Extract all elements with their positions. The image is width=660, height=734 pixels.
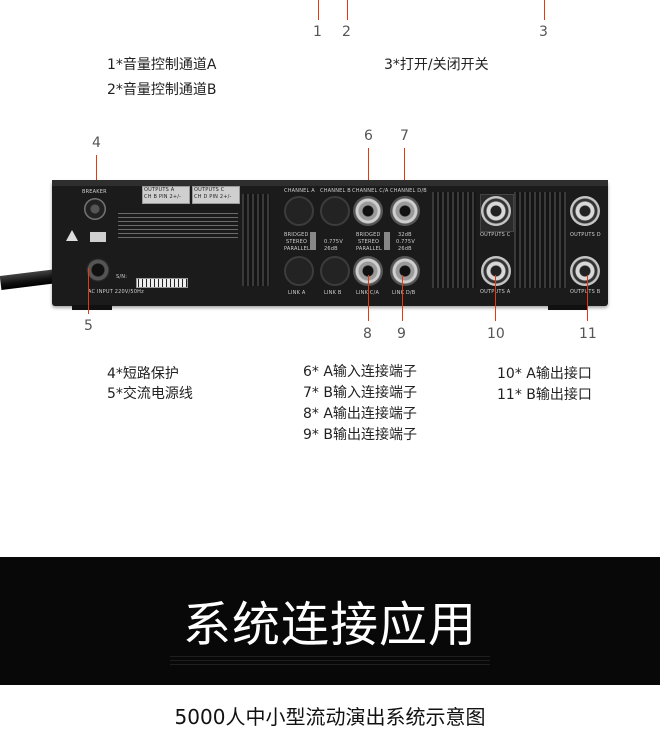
mode-switch[interactable]	[310, 232, 316, 250]
callout-line-6	[368, 148, 369, 192]
callout-number-3: 3	[539, 24, 548, 40]
parallel-label: PARALLEL	[284, 246, 310, 252]
speakon-output-b[interactable]	[570, 256, 600, 286]
top-rail	[52, 180, 608, 186]
foot-right	[548, 305, 588, 310]
callout-line-2	[347, 0, 348, 20]
callout-line-4	[96, 155, 97, 191]
amplifier-rear-panel: BREAKER OUTPUTS A CH B PIN 2+/- OUTPUTS …	[52, 180, 608, 310]
callout-number-7: 7	[400, 128, 409, 144]
blank-plate-link-b	[320, 256, 350, 286]
banner-faint-text	[170, 653, 490, 665]
callout-line-10	[495, 275, 496, 321]
sens-label-b: 0.775V	[396, 239, 415, 245]
blank-plate-channel-b	[320, 196, 350, 226]
outputs-pin-plate-a	[142, 186, 190, 204]
callout-number-8: 8	[363, 326, 372, 342]
serial-barcode	[136, 278, 188, 288]
label-input-b: 7* B输入连接端子	[303, 385, 417, 401]
outputs-d-label: OUTPUTS D	[570, 232, 601, 238]
link-b-label: LINK B	[324, 290, 342, 296]
outputs-pin-plate-c	[192, 186, 240, 204]
blank-plate-link-a	[284, 256, 314, 286]
ac-input-label: AC INPUT 220V/50Hz	[88, 289, 144, 295]
channel-b-label: CHANNEL B	[320, 188, 351, 194]
warning-text-block	[118, 210, 238, 240]
channel-a-label: CHANNEL A	[284, 188, 315, 194]
db26-label: 26dB	[324, 246, 338, 252]
section-banner: 系统连接应用	[0, 557, 660, 685]
db26-label-2: 26dB	[398, 246, 412, 252]
channel-ca-label: CHANNEL C/A	[352, 188, 389, 194]
banner-title: 系统连接应用	[182, 597, 477, 653]
xlr-input-b[interactable]	[390, 196, 420, 226]
callout-number-10: 10	[487, 326, 505, 342]
callout-number-6: 6	[364, 128, 373, 144]
label-input-a: 6* A输入连接端子	[303, 364, 417, 380]
link-ca-label: LINK C/A	[356, 290, 380, 296]
outputs-c2-label: OUTPUTS C	[480, 232, 511, 238]
xlr-input-a[interactable]	[353, 196, 383, 226]
label-output-b-terminal: 9* B输出连接端子	[303, 427, 417, 443]
outputs-c-label: OUTPUTS C	[194, 187, 225, 193]
callout-line-1	[318, 0, 319, 20]
ch-pins-ab: CH B PIN 2+/-	[144, 194, 182, 200]
foot-left	[72, 305, 112, 310]
callout-line-9	[402, 275, 403, 321]
channel-db-label: CHANNEL D/B	[390, 188, 427, 194]
callout-line-5	[88, 268, 89, 314]
callout-number-11: 11	[579, 326, 597, 342]
callout-number-4: 4	[92, 135, 101, 151]
fan-grill-center	[432, 192, 476, 288]
link-a-label: LINK A	[288, 290, 306, 296]
breaker-knob[interactable]	[84, 198, 106, 220]
label-volume-a: 1*音量控制通道A	[107, 57, 217, 73]
db32-label: 32dB	[398, 232, 412, 238]
ch-pins-cd: CH D PIN 2+/-	[194, 194, 232, 200]
callout-number-2: 2	[342, 24, 351, 40]
sn-label: S/N:	[116, 274, 128, 280]
sens-switch[interactable]	[384, 232, 390, 250]
speakon-output-a[interactable]	[481, 256, 511, 286]
callout-number-1: 1	[313, 24, 322, 40]
speakon-output-c[interactable]	[481, 196, 511, 226]
speakon-output-d[interactable]	[570, 196, 600, 226]
stereo-label: STEREO	[286, 239, 308, 245]
label-volume-b: 2*音量控制通道B	[107, 82, 217, 98]
bridged-label-2: BRIDGED	[356, 232, 381, 238]
xlr-output-b[interactable]	[390, 256, 420, 286]
callout-line-8	[368, 275, 369, 321]
breaker-label: BREAKER	[82, 189, 107, 195]
stereo-label-2: STEREO	[358, 239, 380, 245]
callout-number-9: 9	[397, 326, 406, 342]
label-ac-power: 5*交流电源线	[107, 386, 193, 402]
link-db-label: LINK D/B	[392, 290, 416, 296]
callout-line-11	[587, 275, 588, 321]
warning-triangle-icon	[66, 230, 78, 241]
label-power-switch: 3*打开/关闭开关	[384, 57, 489, 73]
callout-line-7	[404, 148, 405, 192]
label-breaker: 4*短路保护	[107, 366, 179, 382]
blank-plate-channel-a	[284, 196, 314, 226]
fan-grill-left	[242, 194, 270, 286]
outputs-b-label: OUTPUTS B	[570, 289, 601, 295]
ac-inlet	[86, 258, 110, 282]
outputs-a-label: OUTPUTS A	[144, 187, 175, 193]
diagram-caption: 5000人中小型流动演出系统示意图	[174, 705, 486, 729]
parallel-label-2: PARALLEL	[356, 246, 382, 252]
rohs-logo	[90, 232, 106, 242]
bridged-label: BRIDGED	[284, 232, 309, 238]
label-output-a-port: 10* A输出接口	[497, 366, 592, 382]
fan-grill-mid	[514, 192, 566, 288]
callout-number-5: 5	[84, 318, 93, 334]
sens-label-a: 0.775V	[324, 239, 343, 245]
callout-line-3	[544, 0, 545, 20]
label-output-a-terminal: 8* A输出连接端子	[303, 406, 417, 422]
label-output-b-port: 11* B输出接口	[497, 387, 592, 403]
